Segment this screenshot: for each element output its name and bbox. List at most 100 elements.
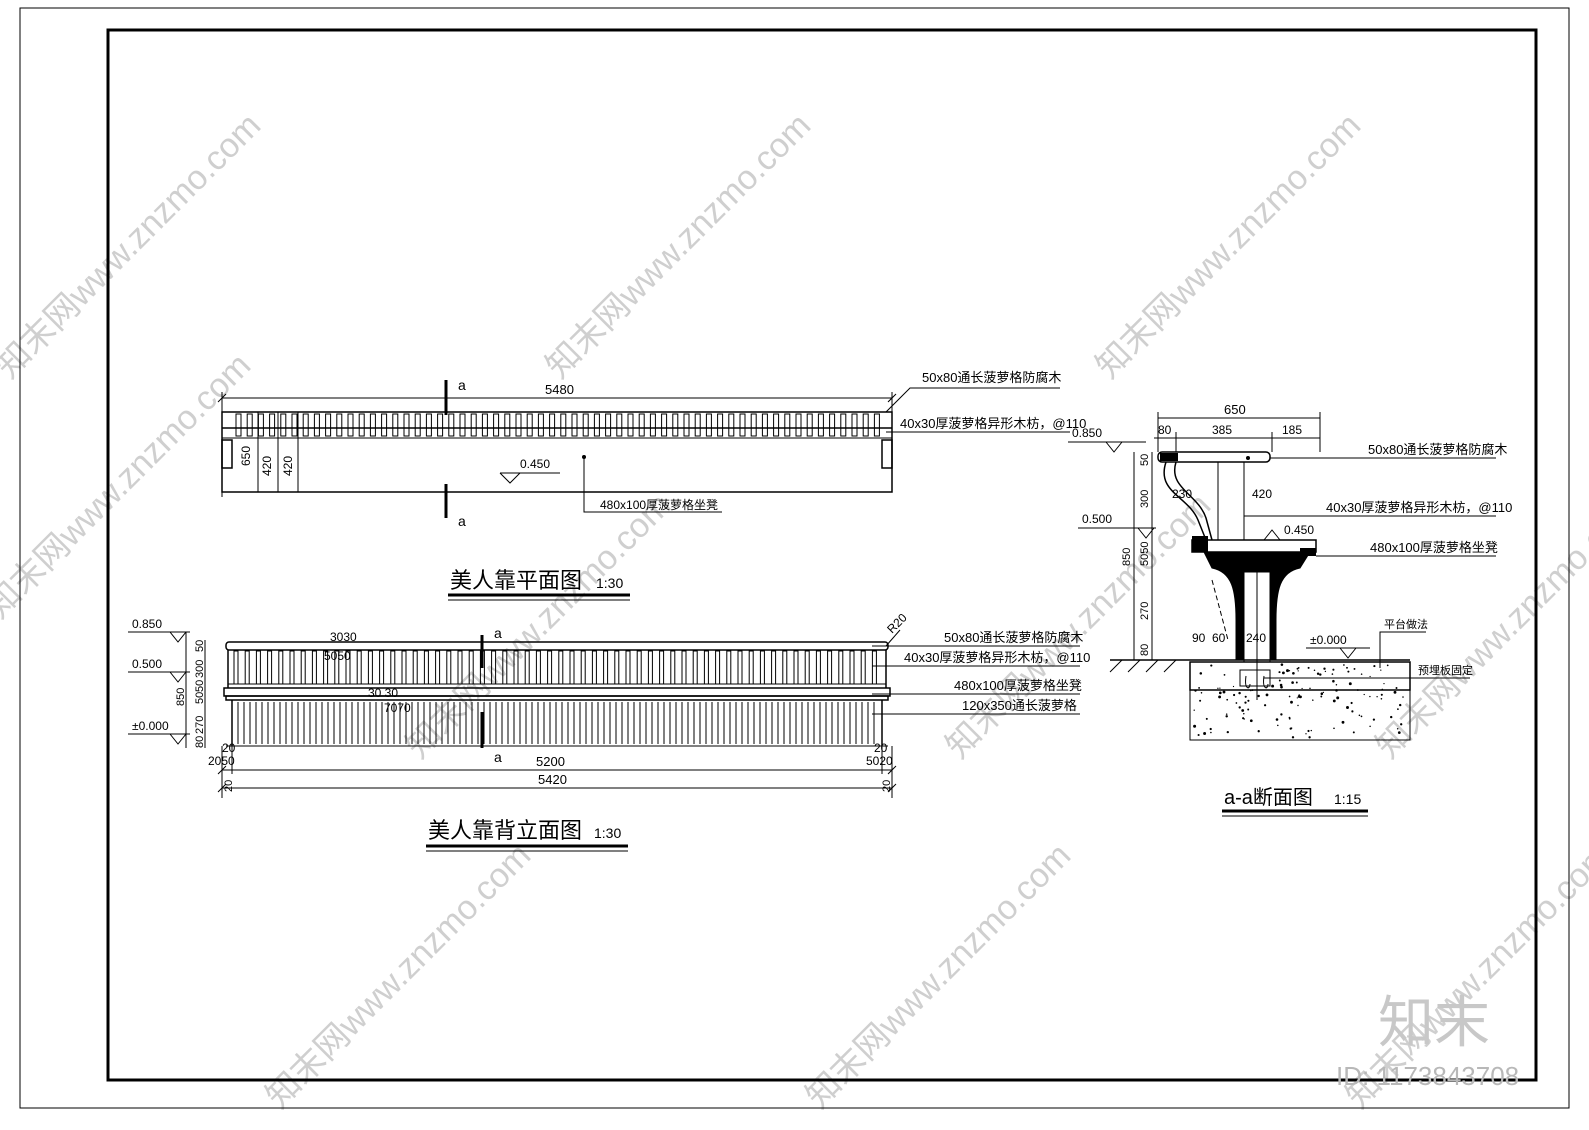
hatch-dot bbox=[1218, 691, 1222, 695]
plan-slat bbox=[515, 413, 522, 437]
hatch-dot bbox=[1346, 706, 1349, 709]
hatch-dot bbox=[1399, 703, 1402, 707]
hatch-dot bbox=[1286, 669, 1289, 673]
hatch-dot bbox=[1397, 731, 1401, 734]
elevation-back-slat bbox=[782, 650, 788, 685]
elevation-back-slat bbox=[457, 650, 463, 685]
hatch-dot bbox=[1309, 687, 1311, 690]
sec-label-seat: 480x100厚菠萝格坐凳 bbox=[1370, 540, 1498, 555]
hatch-dot bbox=[1205, 717, 1208, 720]
hatch-dot bbox=[1257, 730, 1260, 733]
hatch-dot bbox=[1297, 670, 1299, 672]
hatch-dot bbox=[1210, 664, 1213, 667]
elevation-back-slat bbox=[524, 650, 530, 685]
hatch-dot bbox=[1369, 725, 1371, 728]
hatch-dot bbox=[1393, 690, 1397, 694]
hatch-dot bbox=[1291, 736, 1295, 739]
hatch-dot bbox=[1275, 718, 1279, 721]
hatch-dot bbox=[1288, 716, 1291, 719]
elevation-back-slat bbox=[311, 650, 317, 685]
plan-section-a-bottom: a bbox=[458, 513, 466, 529]
sec-dim-650: 650 bbox=[1224, 402, 1246, 417]
hatch-dot bbox=[1278, 671, 1281, 674]
elev-dim-30-30: 30 30 bbox=[368, 686, 398, 700]
hatch-dot bbox=[1249, 719, 1253, 723]
sec-dim-185: 185 bbox=[1282, 423, 1302, 437]
elevation-back-slat bbox=[580, 650, 586, 685]
elevation-back-slat bbox=[300, 650, 306, 685]
section-view: 650 80 385 185 0.850 0.500 50 300 850 50… bbox=[1068, 402, 1512, 817]
hatch-dot bbox=[1226, 730, 1229, 734]
plan-slat bbox=[750, 413, 757, 437]
elev-level-top: 0.850 bbox=[132, 617, 162, 631]
elevation-back-slat bbox=[681, 650, 687, 685]
hatch-dot bbox=[1348, 682, 1352, 686]
hatch-dot bbox=[1332, 679, 1335, 683]
plan-slat bbox=[683, 413, 690, 437]
plan-slat bbox=[829, 413, 836, 437]
elev-title: 美人靠背立面图 bbox=[428, 818, 582, 843]
hatch-dot bbox=[1308, 736, 1311, 739]
elevation-back-slat bbox=[715, 650, 721, 685]
elev-left-dim: 80 bbox=[194, 736, 206, 748]
elevation-back-slat bbox=[726, 650, 732, 685]
sec-dim-240: 240 bbox=[1246, 631, 1266, 645]
plan-slat bbox=[773, 413, 780, 437]
elevation-back-slat bbox=[827, 650, 833, 685]
hatch-dot bbox=[1310, 729, 1312, 732]
plan-slat bbox=[425, 413, 432, 437]
watermark-text: 知末网www.znzmo.com bbox=[259, 836, 538, 1115]
hatch-dot bbox=[1288, 670, 1291, 672]
plan-slat bbox=[414, 413, 421, 437]
hatch-dot bbox=[1352, 731, 1355, 734]
hatch-dot bbox=[1346, 666, 1348, 669]
hatch-dot bbox=[1331, 673, 1334, 675]
elev-dim-20-right: 20 bbox=[874, 741, 888, 755]
hatch-dot bbox=[1251, 689, 1254, 691]
hatch-dot bbox=[1402, 696, 1404, 698]
sec-left-dim: 270 bbox=[1139, 602, 1151, 620]
hatch-dot bbox=[1369, 695, 1371, 698]
sec-label-platform: 平台做法 bbox=[1384, 617, 1428, 631]
plan-slat bbox=[246, 413, 253, 437]
elevation-back-slat bbox=[703, 650, 709, 685]
hatch-dot bbox=[1323, 667, 1326, 670]
hatch-dot bbox=[1279, 683, 1283, 687]
elevation-back-slat bbox=[278, 650, 284, 685]
elevation-back-slat bbox=[771, 650, 777, 685]
plan-label-slat: 40x30厚菠萝格异形木枋，@110 bbox=[900, 416, 1086, 431]
hatch-dot bbox=[1380, 697, 1383, 700]
sec-dim-90: 90 bbox=[1192, 631, 1206, 645]
watermark-layer: 知末网www.znzmo.com 知末网www.znzmo.com 知末网www… bbox=[0, 106, 1589, 1115]
plan-dim-total: 5480 bbox=[545, 382, 574, 397]
plan-slat bbox=[694, 413, 701, 437]
hatch-dot bbox=[1386, 664, 1389, 667]
plan-slat bbox=[392, 413, 399, 437]
hatch-dot bbox=[1381, 688, 1384, 691]
hatch-dot bbox=[1380, 669, 1382, 671]
hatch-dot bbox=[1360, 673, 1363, 675]
plan-slat bbox=[302, 413, 309, 437]
plan-label-seat: 480x100厚菠萝格坐凳 bbox=[600, 497, 718, 512]
elevation-back-slat bbox=[815, 650, 821, 685]
hatch-dot bbox=[1242, 717, 1245, 720]
plan-slat bbox=[784, 413, 791, 437]
sec-level-ground: ±0.000 bbox=[1310, 633, 1347, 647]
elevation-back-slat bbox=[625, 650, 631, 685]
hatch-dot bbox=[1307, 729, 1310, 733]
hatch-dot bbox=[1271, 684, 1275, 688]
elevation-back-slat bbox=[468, 650, 474, 685]
elevation-back-slat bbox=[267, 650, 273, 685]
watermark-text: 知末网www.znzmo.com bbox=[1089, 106, 1368, 385]
elevation-back-slat bbox=[423, 650, 429, 685]
plan-slat bbox=[705, 413, 712, 437]
plan-slat bbox=[235, 413, 242, 437]
hatch-dot bbox=[1233, 693, 1236, 697]
elevation-back-slat bbox=[603, 650, 609, 685]
hatch-dot bbox=[1218, 695, 1222, 699]
hatch-dot bbox=[1199, 699, 1202, 702]
hatch-dot bbox=[1400, 723, 1403, 726]
watermark-id: ID: 1173843708 bbox=[1336, 1061, 1519, 1091]
plan-section-a-top: a bbox=[458, 377, 466, 393]
